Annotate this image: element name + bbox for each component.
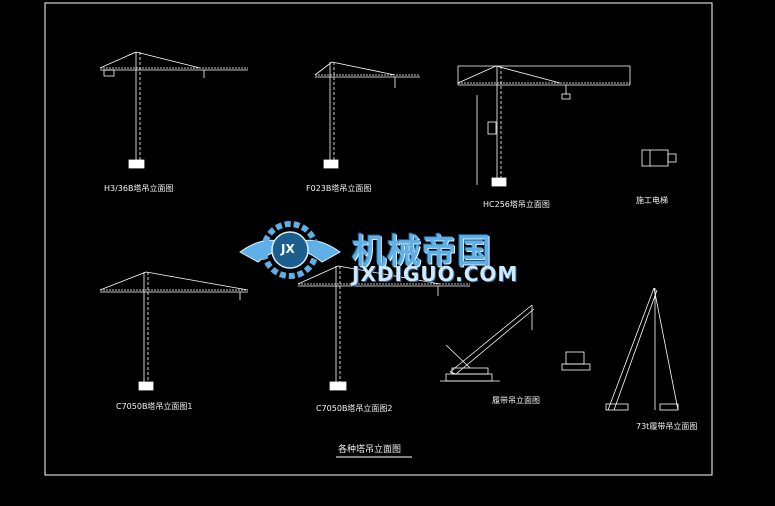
watermark-emblem [239, 221, 341, 279]
label-f023b: F023B塔吊立面图 [306, 184, 372, 193]
crane-c7050b-2 [297, 265, 470, 391]
label-elevator: 施工电梯 [636, 196, 668, 205]
drawing-title: 各种塔吊立面图 [338, 445, 402, 455]
watermark-emblem-text: JX [281, 242, 295, 256]
crane-h3-36b [99, 51, 248, 169]
construction-elevator [641, 149, 677, 167]
watermark-english-text: JXDIGUO.COM [352, 262, 519, 286]
label-c7050b-2: C7050B塔吊立面图2 [316, 404, 393, 413]
label-hc256: HC256塔吊立面图 [483, 200, 550, 209]
label-crawler-73t: 73t履带吊立面图 [636, 422, 698, 431]
crane-hc256 [457, 65, 631, 187]
label-c7050b-1: C7050B塔吊立面图1 [116, 402, 193, 411]
sheet-outer-border [44, 2, 713, 476]
crane-c7050b-1 [99, 271, 249, 391]
label-h3-36b: H3/36B塔吊立面图 [104, 184, 174, 193]
crane-f023b [314, 61, 420, 169]
watermark-chinese-text: 机械帝国 [352, 232, 492, 272]
label-crawler: 履带吊立面图 [492, 396, 540, 405]
crane-crawler [440, 304, 591, 382]
crane-crawler-73t [605, 287, 679, 411]
